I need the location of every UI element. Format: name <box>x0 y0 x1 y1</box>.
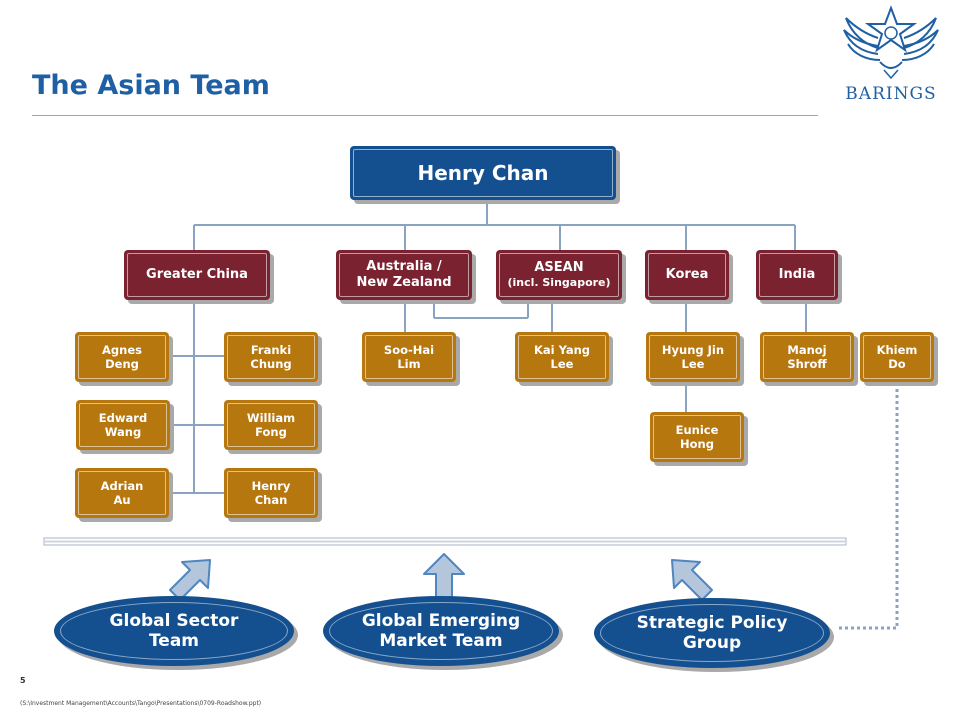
region-india: India <box>756 250 838 300</box>
person-soo-hai-lim: Soo-Hai Lim <box>362 332 456 382</box>
person-agnes-deng: Agnes Deng <box>75 332 169 382</box>
person-manoj-shroff: Manoj Shroff <box>760 332 854 382</box>
arrow-up-icon <box>423 553 465 599</box>
region-greater-china: Greater China <box>124 250 270 300</box>
title-divider <box>32 115 818 116</box>
team-global-emerging-market: Global Emerging Market Team <box>323 596 559 666</box>
page-title: The Asian Team <box>32 70 270 101</box>
arrow-up-left-icon <box>671 559 713 601</box>
person-henry-chan: Henry Chan <box>224 468 318 518</box>
footer-file-path: (S:\Investment Management\Accounts\Tango… <box>20 700 262 707</box>
barings-logo-icon <box>843 5 939 80</box>
person-eunice-hong: Eunice Hong <box>650 412 744 462</box>
region-australia-new-zealand: Australia / New Zealand <box>336 250 472 300</box>
person-william-fong: William Fong <box>224 400 318 450</box>
logo-wordmark: BARINGS <box>845 84 937 104</box>
region-asean: ASEAN (incl. Singapore) <box>496 250 622 300</box>
person-kai-yang-lee: Kai Yang Lee <box>515 332 609 382</box>
person-edward-wang: Edward Wang <box>76 400 170 450</box>
team-global-sector: Global Sector Team <box>54 596 294 666</box>
head-henry-chan: Henry Chan <box>350 146 616 200</box>
person-hyung-jin-lee: Hyung Jin Lee <box>646 332 740 382</box>
person-khiem-do: Khiem Do <box>860 332 934 382</box>
person-franki-chung: Franki Chung <box>224 332 318 382</box>
person-adrian-au: Adrian Au <box>75 468 169 518</box>
team-strategic-policy-group: Strategic Policy Group <box>594 598 830 668</box>
arrow-up-right-icon <box>169 559 211 601</box>
page-number: 5 <box>20 676 26 685</box>
region-korea: Korea <box>645 250 729 300</box>
